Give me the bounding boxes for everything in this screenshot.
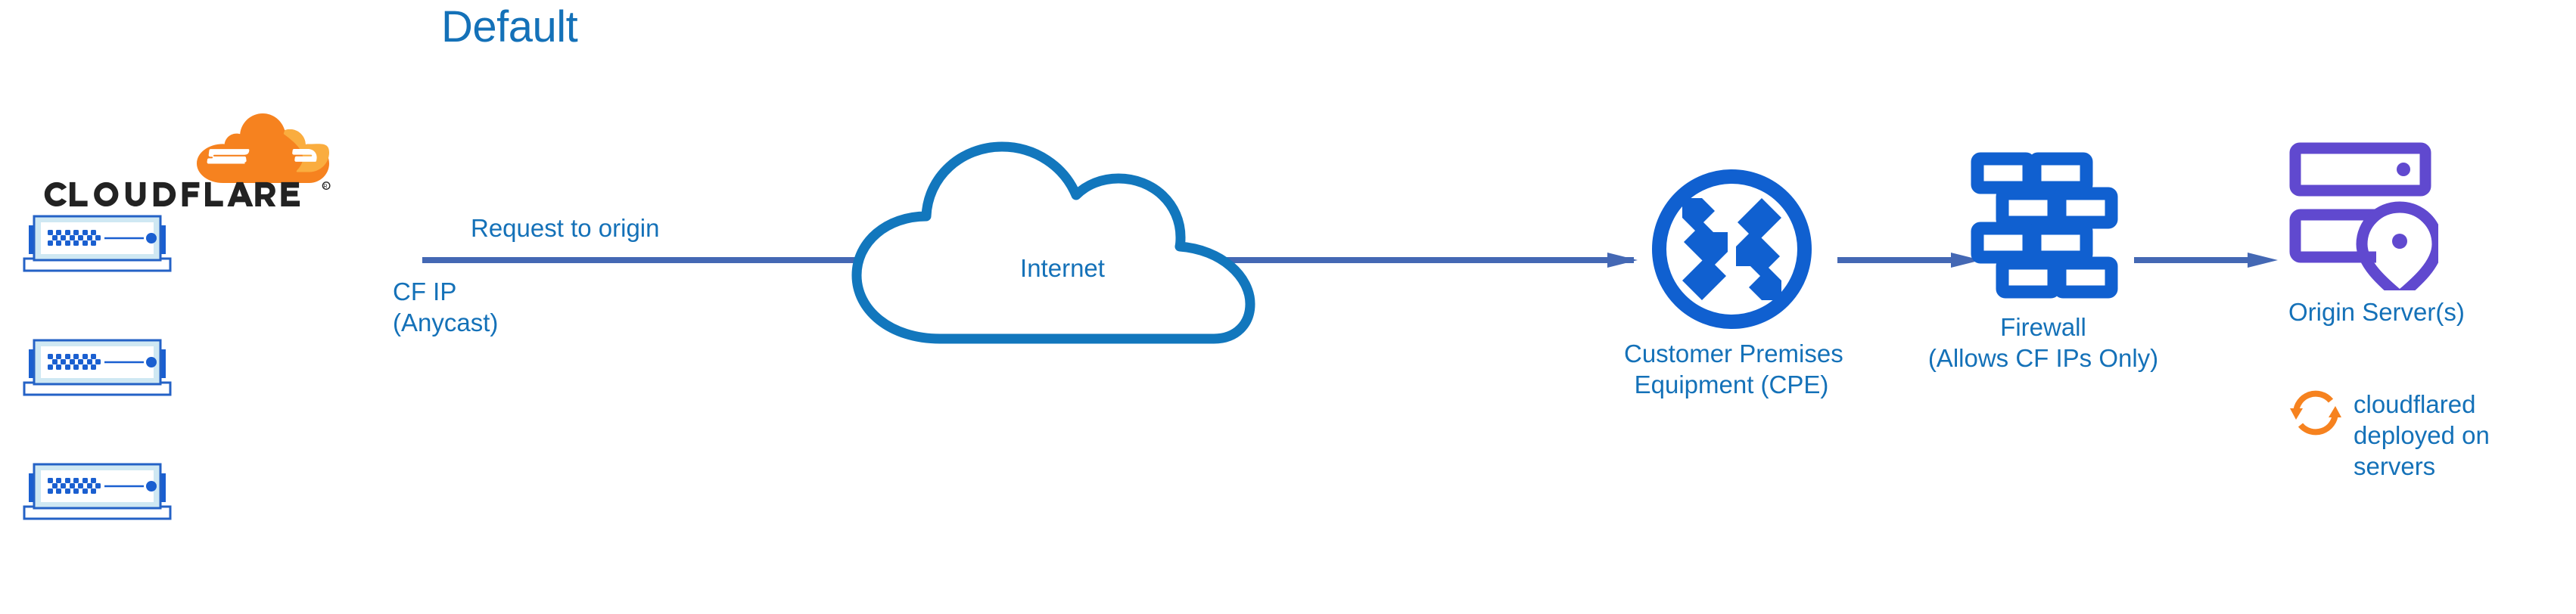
cf-ip-line-1: CF IP: [393, 278, 457, 305]
cpe-label: Customer Premises Equipment (CPE): [1624, 338, 1843, 400]
router-four-arrows-icon: [1651, 169, 1812, 329]
brick-wall-icon: [1971, 152, 2118, 299]
cloudflare-logo: R: [36, 113, 347, 207]
origin-server-node: Origin Server(s): [2288, 141, 2465, 327]
firewall-label: Firewall (Allows CF IPs Only): [1895, 312, 2192, 374]
cpe-label-line-2: Equipment (CPE): [1634, 371, 1829, 398]
request-to-origin-label: Request to origin: [471, 214, 660, 242]
cloudflare-edge-server-rack: [23, 463, 172, 520]
firewall-node: Firewall (Allows CF IPs Only): [1928, 151, 2158, 374]
cloudflare-wordmark: R: [44, 181, 331, 207]
firewall-label-line-2: (Allows CF IPs Only): [1927, 344, 2159, 372]
circular-arrows-sync-icon: [2290, 390, 2341, 436]
cf-ip-line-2: (Anycast): [393, 309, 499, 336]
cloudflared-line-1: cloudflared: [2354, 390, 2476, 418]
origin-server-label: Origin Server(s): [2288, 298, 2465, 326]
cloudflare-edge-server-rack: [23, 215, 172, 272]
server-stack-location-pin-icon: [2289, 142, 2438, 290]
firewall-label-line-1: Firewall: [2000, 313, 2086, 341]
arrow-cloud-to-cpe-icon: [1267, 253, 1638, 268]
arrow-cpe-to-firewall-icon: [1837, 253, 1981, 268]
page-title: Default: [441, 2, 578, 51]
svg-text:R: R: [323, 182, 328, 189]
cpe-node: Customer Premises Equipment (CPE): [1624, 168, 1843, 400]
cloudflare-cloud-icon: [197, 113, 329, 183]
arrow-firewall-to-origin-icon: [2134, 253, 2278, 268]
cloudflared-line-3: servers: [2354, 452, 2436, 480]
cloudflared-text: cloudflared deployed on servers: [2354, 384, 2490, 482]
cf-ip-label: CF IP (Anycast): [393, 276, 498, 338]
cpe-label-line-1: Customer Premises: [1624, 340, 1843, 367]
cloud-icon: [851, 141, 1255, 344]
cloudflared-annotation: cloudflared deployed on servers: [2288, 384, 2576, 482]
cloudflared-line-2: deployed on: [2354, 421, 2490, 449]
internet-node: Internet: [843, 112, 1282, 351]
cloudflare-edge-server-rack: [23, 339, 172, 396]
internet-label: Internet: [1020, 254, 1105, 282]
